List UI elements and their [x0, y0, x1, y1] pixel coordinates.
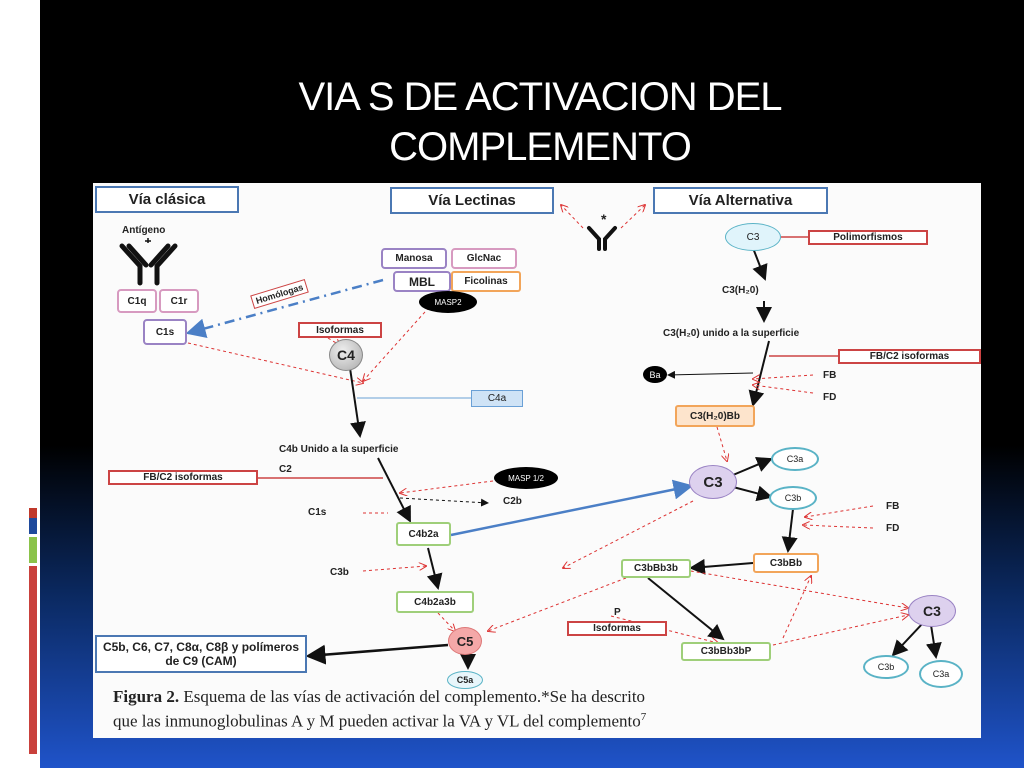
label-fb-c2-isoforms-alt: FB/C2 isoformas — [838, 349, 981, 364]
node-c3b-right: C3b — [863, 655, 909, 679]
node-ba: Ba — [643, 366, 667, 383]
caption-label: Figura 2. — [113, 687, 180, 706]
node-masp2: MASP2 — [419, 291, 477, 313]
caption-ref: 7 — [640, 711, 647, 723]
label-c3b-classic: C3b — [330, 567, 349, 578]
immunoglobulin-icon — [587, 226, 617, 251]
header-alternative-pathway: Vía Alternativa — [653, 187, 828, 214]
node-c3bbb3b: C3bBb3b — [621, 559, 691, 578]
label-c2b: C2b — [503, 496, 522, 507]
node-ficolinas: Ficolinas — [451, 271, 521, 292]
node-c3h2obb: C3(H₂0)Bb — [675, 405, 755, 427]
label-p: P — [614, 607, 621, 618]
node-c5: C5 — [448, 627, 482, 655]
label-asterisk: * — [601, 211, 607, 227]
node-c3bbb: C3bBb — [753, 553, 819, 573]
label-isoforms-alt: Isoformas — [567, 621, 667, 636]
node-c1s: C1s — [143, 319, 187, 345]
caption-text: Esquema de las vías de activación del co… — [179, 687, 646, 706]
sidebar-accent-red — [29, 508, 37, 518]
node-c4a: C4a — [471, 390, 523, 407]
label-antigen: Antígeno — [122, 225, 166, 236]
node-manosa: Manosa — [381, 248, 447, 269]
node-c3bbb3bp: C3bBb3bP — [681, 642, 771, 661]
node-mac: C5b, C6, C7, C8α, C8β y polímeros de C9 … — [95, 635, 307, 673]
complement-pathways-figure: Vía clásica Vía Lectinas Vía Alternativa… — [93, 183, 981, 738]
sidebar-accent-blue — [29, 518, 37, 534]
node-c3a: C3a — [771, 447, 819, 471]
label-polymorphisms: Polimorfismos — [808, 230, 928, 245]
node-c3-center: C3 — [689, 465, 737, 499]
label-fb-c2-isoforms-classic: FB/C2 isoformas — [108, 470, 258, 485]
label-c3h2o-surface: C3(H₂0) unido a la superficie — [663, 328, 800, 339]
label-c3h2o: C3(H₂0) — [722, 285, 759, 296]
label-isoforms-classic: Isoformas — [298, 322, 382, 338]
label-c4b-surface: C4b Unido a la superficie — [279, 444, 399, 455]
node-mbl: MBL — [393, 271, 451, 292]
node-c1q: C1q — [117, 289, 157, 313]
sidebar-accent-red-long — [29, 566, 37, 754]
node-c3b: C3b — [769, 486, 817, 510]
node-c5a: C5a — [447, 671, 483, 689]
label-fb-1: FB — [823, 370, 837, 381]
figure-caption: Figura 2. Esquema de las vías de activac… — [113, 687, 646, 732]
node-c3-right: C3 — [908, 595, 956, 627]
node-c4b2a3b: C4b2a3b — [396, 591, 474, 613]
antigen-marker — [145, 238, 151, 243]
node-c4b2a: C4b2a — [396, 522, 451, 546]
label-c2: C2 — [279, 464, 292, 475]
label-c1s-classic: C1s — [308, 507, 327, 518]
slide-title: VIA S DE ACTIVACION DEL COMPLEMENTO — [298, 75, 782, 169]
node-masp12: MASP 1/2 — [494, 467, 558, 489]
caption-line2: que las inmunoglobulinas A y M pueden ac… — [113, 711, 641, 731]
node-c1r: C1r — [159, 289, 199, 313]
antibody-icon — [119, 243, 178, 286]
label-fd-1: FD — [823, 392, 837, 403]
header-lectin-pathway: Vía Lectinas — [390, 187, 554, 214]
node-c3-top: C3 — [725, 223, 781, 251]
node-glcnac: GlcNac — [451, 248, 517, 269]
node-c3a-right: C3a — [919, 660, 963, 688]
header-classic-pathway: Vía clásica — [95, 186, 239, 213]
sidebar-accent-green — [29, 537, 37, 563]
node-c4: C4 — [329, 339, 363, 371]
label-fb-2: FB — [886, 501, 900, 512]
label-fd-2: FD — [886, 523, 900, 534]
